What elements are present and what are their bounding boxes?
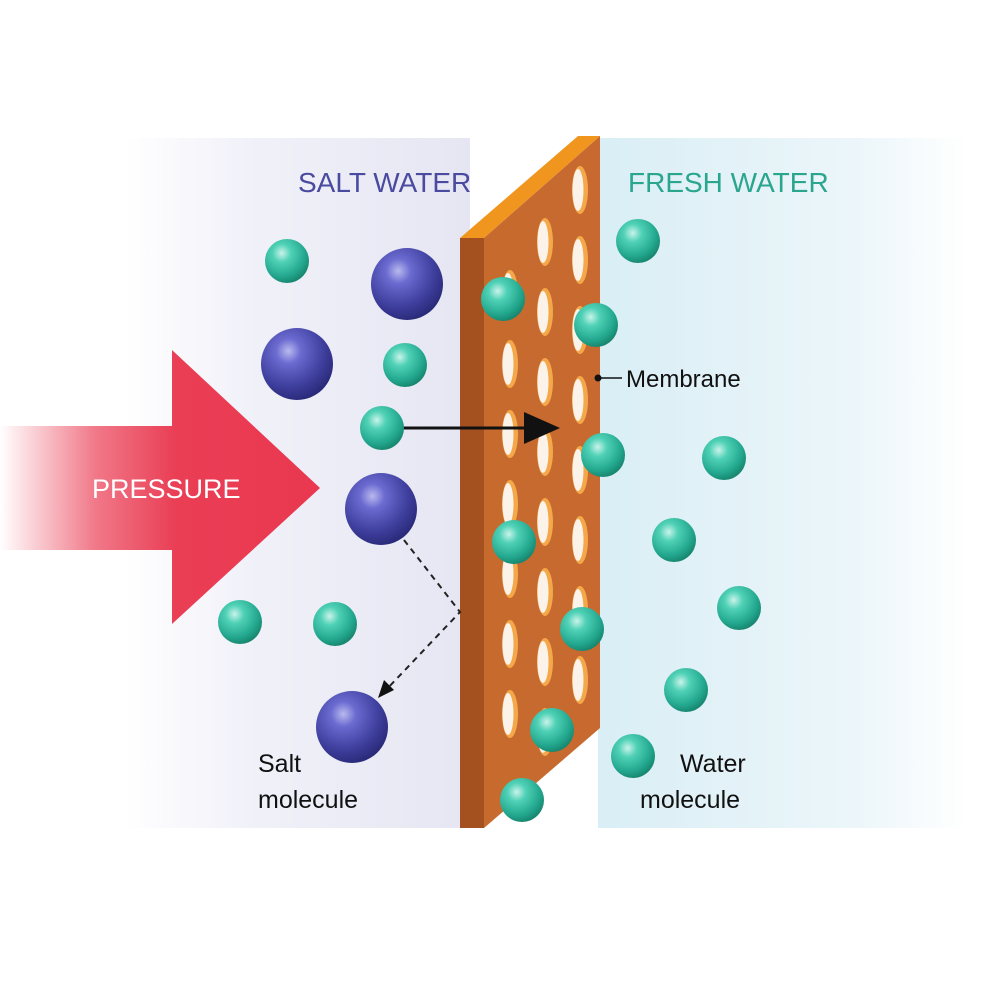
membrane-label: Membrane	[626, 366, 741, 393]
fresh-water-title: FRESH WATER	[628, 167, 829, 198]
membrane-pore	[572, 376, 588, 424]
molecules	[218, 219, 761, 822]
salt-molecule-label-line2: molecule	[258, 786, 358, 814]
water-molecule-label-line1: Water	[680, 750, 746, 778]
salt-molecule	[371, 248, 443, 320]
fresh-water-region	[598, 138, 968, 828]
water-molecule	[616, 219, 660, 263]
membrane-pore	[537, 638, 553, 686]
dashed-deflect-arrow-icon	[378, 539, 462, 698]
salt-molecule	[261, 328, 333, 400]
membrane-pore	[537, 498, 553, 546]
water-molecule	[581, 433, 625, 477]
water-molecule	[481, 277, 525, 321]
pressure-label: PRESSURE	[92, 474, 241, 504]
water-molecule	[360, 406, 404, 450]
water-molecule	[574, 303, 618, 347]
membrane-pore	[537, 288, 553, 336]
water-molecule	[611, 734, 655, 778]
membrane-pore	[502, 340, 518, 388]
membrane	[460, 136, 600, 828]
membrane-pore	[572, 656, 588, 704]
right-arrow-icon	[402, 412, 560, 444]
water-molecule	[500, 778, 544, 822]
water-molecule	[717, 586, 761, 630]
pressure-arrow-icon	[0, 350, 320, 624]
membrane-pore	[537, 428, 553, 476]
salt-molecule	[316, 691, 388, 763]
water-molecule	[218, 600, 262, 644]
membrane-pore	[502, 410, 518, 458]
salt-molecule	[345, 473, 417, 545]
salt-molecule-label-line1: Salt	[258, 750, 301, 778]
membrane-pore	[537, 358, 553, 406]
water-molecule	[313, 602, 357, 646]
water-molecule	[560, 607, 604, 651]
water-molecule	[383, 343, 427, 387]
membrane-callout-dot	[594, 374, 602, 382]
water-molecule	[530, 708, 574, 752]
membrane-pore	[502, 480, 518, 528]
membrane-pore	[572, 236, 588, 284]
membrane-pore	[502, 690, 518, 738]
membrane-pore	[572, 516, 588, 564]
membrane-pore	[537, 568, 553, 616]
salt-water-title: SALT WATER	[298, 167, 471, 198]
water-molecule	[265, 239, 309, 283]
membrane-pore	[537, 218, 553, 266]
water-molecule	[702, 436, 746, 480]
membrane-pore	[572, 166, 588, 214]
water-molecule	[664, 668, 708, 712]
membrane-pore	[502, 620, 518, 668]
water-molecule-label-line2: molecule	[640, 786, 740, 814]
water-molecule	[492, 520, 536, 564]
water-molecule	[652, 518, 696, 562]
